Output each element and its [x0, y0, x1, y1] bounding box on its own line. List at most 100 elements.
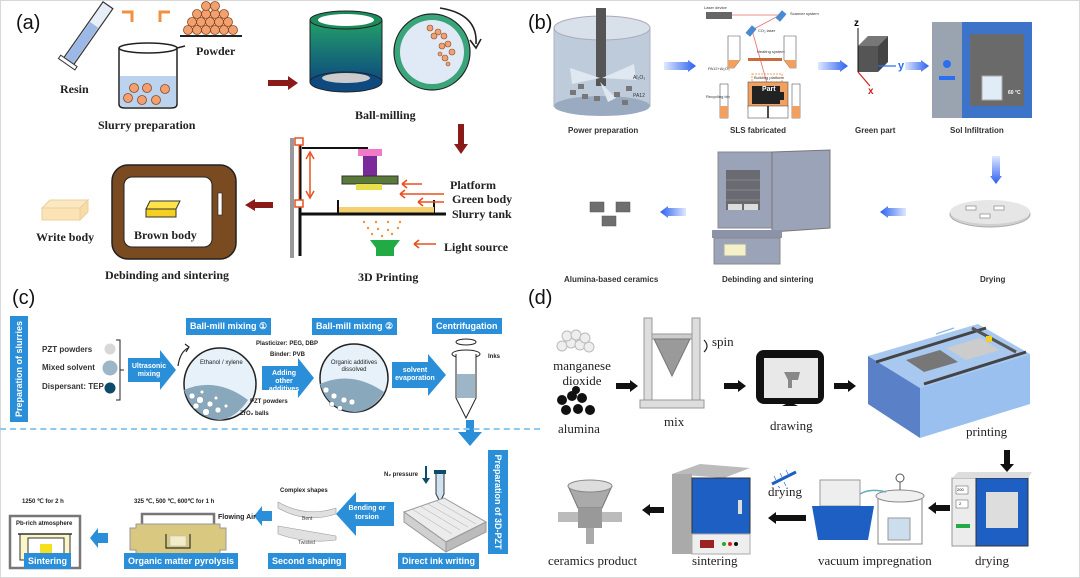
manganese-dioxide-label: manganese dioxide	[553, 358, 611, 388]
ball-mill-jar-icon	[309, 10, 383, 93]
ethanol-xylene-label: Ethanol / xylene	[200, 360, 243, 366]
sintering-furnace-icon	[712, 149, 831, 265]
rotating-drum-icon	[393, 7, 482, 91]
sls-fabricated-label: SLS fabricated	[730, 126, 787, 135]
mix-label: mix	[664, 414, 685, 429]
ingredient-dots-icon	[102, 339, 124, 401]
sintering-label: sintering	[692, 553, 738, 568]
blue-left-arrow-icon	[90, 528, 108, 548]
blue-down-arrow-icon	[990, 156, 1002, 184]
3d-printer-icon	[290, 137, 446, 258]
co2-laser-label: CO₂ laser	[758, 28, 776, 33]
solvent-evaporation-label: solvent evaporation	[395, 367, 435, 382]
ballmill2-box: Ball-mill mixing ②	[312, 318, 398, 335]
spin-label: spin	[712, 334, 734, 349]
oven-display-2: 2	[959, 501, 962, 506]
pour-arrow-icon	[122, 10, 170, 22]
blue-left-arrow-icon	[880, 206, 906, 218]
solvent-evaporation-arrow-icon	[392, 354, 446, 396]
manganese-balls-icon	[556, 329, 595, 353]
black-down-arrow-icon	[1000, 450, 1014, 472]
adding-additives-arrow-icon	[262, 358, 314, 398]
drying-fan-icon	[771, 469, 797, 489]
drawing-label: drawing	[770, 418, 813, 433]
vacuum-impregnation-label: vacuum impregnation	[818, 553, 932, 568]
ball-milling-label: Ball-milling	[355, 108, 416, 122]
n2-pressure-label: N₂ pressure	[384, 472, 419, 478]
panel-a-label: (a)	[16, 12, 41, 34]
heating-system-label: Heating system	[757, 49, 785, 54]
write-body-label: Write body	[36, 230, 95, 244]
debinding-sintering-label: Debinding and sintering	[722, 275, 814, 284]
axis-z-label: z	[854, 18, 859, 29]
black-arrow-icon	[834, 380, 856, 392]
pa12-label: PA12	[633, 93, 645, 99]
panel-b: (b) Al₂O₃ PA12 Power preparation Laser	[528, 0, 1080, 288]
inks-label: Inks	[488, 354, 501, 360]
complex-shapes-label: Complex shapes	[280, 488, 328, 494]
al2o3-label: Al₂O₃	[633, 75, 646, 81]
blue-arrow-icon	[664, 60, 696, 72]
organic-dissolved-label: Organic additives dissolved	[330, 360, 378, 373]
axis-y-label: y	[898, 60, 905, 72]
ballmill2-circle-icon	[319, 343, 389, 413]
sol-infiltration-label: Sol Infiltration	[950, 126, 1004, 135]
ceramic-blocks-icon	[589, 201, 631, 227]
green-part-label: Green part	[855, 126, 896, 135]
ultrasonic-mixing-label: Ultrasonic mixing	[131, 363, 167, 378]
zro2-balls-label: ZrO₂ balls	[240, 411, 269, 417]
green-body-label: Green body	[452, 192, 513, 206]
blue-arrow-icon	[905, 60, 929, 72]
light-source-label: Light source	[444, 240, 509, 254]
bent-twisted-shapes-icon	[277, 501, 337, 542]
printer-vat-icon	[868, 324, 1030, 438]
part-label: Part	[762, 86, 776, 93]
pa12-al2o3-label: PA12+Al₂O₃	[708, 66, 730, 71]
ballmill1-box: Ball-mill mixing ①	[186, 318, 272, 335]
pyrolysis-box: Organic matter pyrolysis	[124, 553, 239, 569]
centrifuge-tube-icon	[451, 338, 481, 420]
black-left-arrow-icon	[768, 512, 806, 524]
mixing-tank-icon	[553, 8, 651, 116]
bending-torsion-label: Bending or torsion	[348, 505, 386, 521]
ceramics-product-icon	[558, 479, 622, 544]
pzt-powders-callout: PZT powders	[250, 399, 288, 405]
dark-red-left-arrow-icon	[245, 199, 273, 211]
blue-left-arrow-icon	[254, 506, 272, 526]
axis-x-label: x	[868, 86, 874, 97]
prep-slurries-label: Preparation of slurries	[14, 320, 24, 418]
plasticizer-label: Plasticizer: PEG, DBP	[256, 341, 319, 347]
debinding-sintering-label: Debinding and sintering	[105, 268, 230, 282]
flowing-air-label: Flowing Air	[218, 514, 256, 521]
powder-pile-icon	[180, 1, 242, 37]
black-arrow-icon	[724, 380, 746, 392]
sintering-temp-label: 1250 ℃ for 2 h	[22, 499, 64, 505]
section-divider	[0, 428, 540, 430]
ballmill1-circle-icon	[177, 343, 257, 421]
blue-down-arrow-icon	[458, 420, 482, 446]
sintering-furnace-blue-icon	[672, 464, 751, 555]
blue-arrow-icon	[818, 60, 848, 72]
recycling-bin-label: Recycling bin	[706, 94, 730, 99]
prep-3dpzt-label: Preparation of 3D-PZT	[493, 454, 503, 550]
white-body-block-icon	[40, 198, 90, 222]
brown-body-label: Brown body	[134, 228, 197, 242]
slurry-preparation-label: Slurry preparation	[98, 118, 196, 132]
dispersant-label: Dispersant: TEP	[42, 382, 104, 391]
alumina-ceramics-label: Alumina-based ceramics	[564, 275, 659, 284]
prep-slurries-vertical-banner: Preparation of slurries	[10, 316, 28, 422]
power-preparation-label: Power preparation	[568, 126, 639, 135]
pzt-powders-label: PZT powders	[42, 345, 93, 354]
adding-additives-label: Adding other additives	[268, 370, 300, 393]
ceramics-product-label: ceramics product	[548, 553, 638, 568]
black-left-arrow-icon	[642, 504, 664, 516]
blue-left-arrow-icon	[660, 206, 686, 218]
sintering-box: Sintering	[24, 553, 72, 569]
resin-label: Resin	[60, 82, 89, 96]
drying-dish-icon	[949, 200, 1031, 228]
drying-label: drying	[975, 553, 1009, 568]
green-part-cube-icon	[857, 28, 896, 87]
direct-ink-writing-icon	[402, 466, 488, 553]
3d-printing-label: 3D Printing	[358, 270, 419, 284]
infiltration-oven-icon	[932, 22, 1032, 118]
